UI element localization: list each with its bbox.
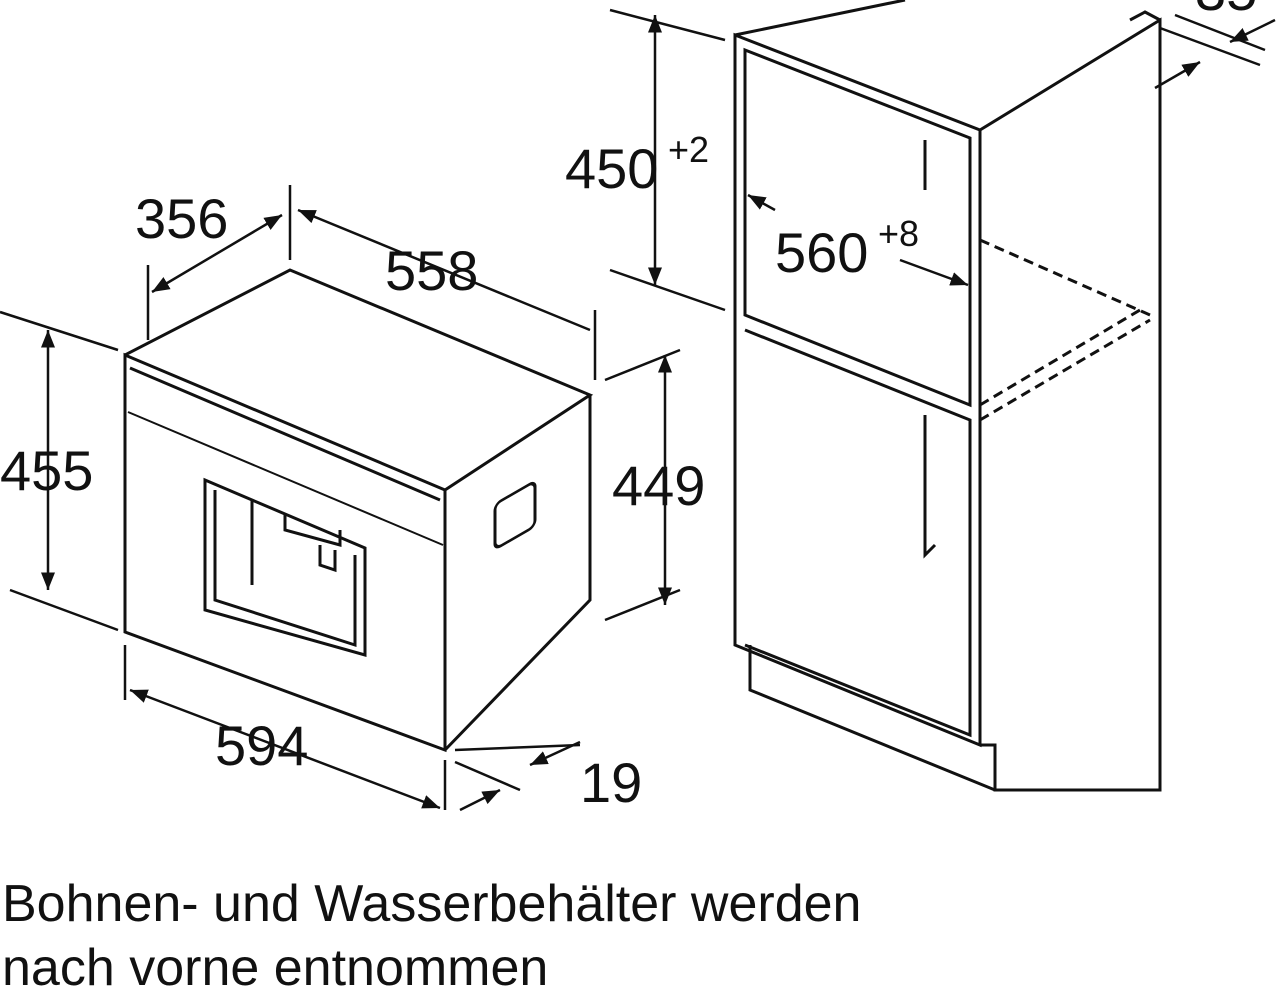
cup-opening — [203, 477, 367, 657]
caption: Bohnen- und Wasserbehälter werden nach v… — [2, 872, 861, 1000]
appliance-drawing — [123, 268, 594, 753]
label-35: 35 — [1195, 0, 1257, 22]
label-455: 455 — [0, 439, 93, 502]
installation-diagram: 356 558 455 449 594 19 450 +2 560 +8 35 — [0, 0, 1276, 814]
label-560: 560 — [775, 221, 868, 284]
label-594: 594 — [215, 714, 308, 777]
dimension-labels: 356 558 455 449 594 19 450 +2 560 +8 35 — [0, 0, 1257, 814]
caption-line-2: nach vorne entnommen — [2, 939, 549, 997]
label-449: 449 — [612, 454, 705, 517]
label-560-tolerance: +8 — [878, 213, 919, 254]
dimension-lines — [0, 8, 1276, 812]
label-558: 558 — [385, 239, 478, 302]
label-450: 450 — [565, 137, 658, 200]
side-handle — [493, 481, 537, 549]
label-356: 356 — [135, 187, 228, 250]
label-19: 19 — [580, 751, 642, 814]
cabinet-drawing — [733, 0, 1162, 792]
label-450-tolerance: +2 — [668, 129, 709, 170]
caption-line-1: Bohnen- und Wasserbehälter werden — [2, 875, 862, 933]
